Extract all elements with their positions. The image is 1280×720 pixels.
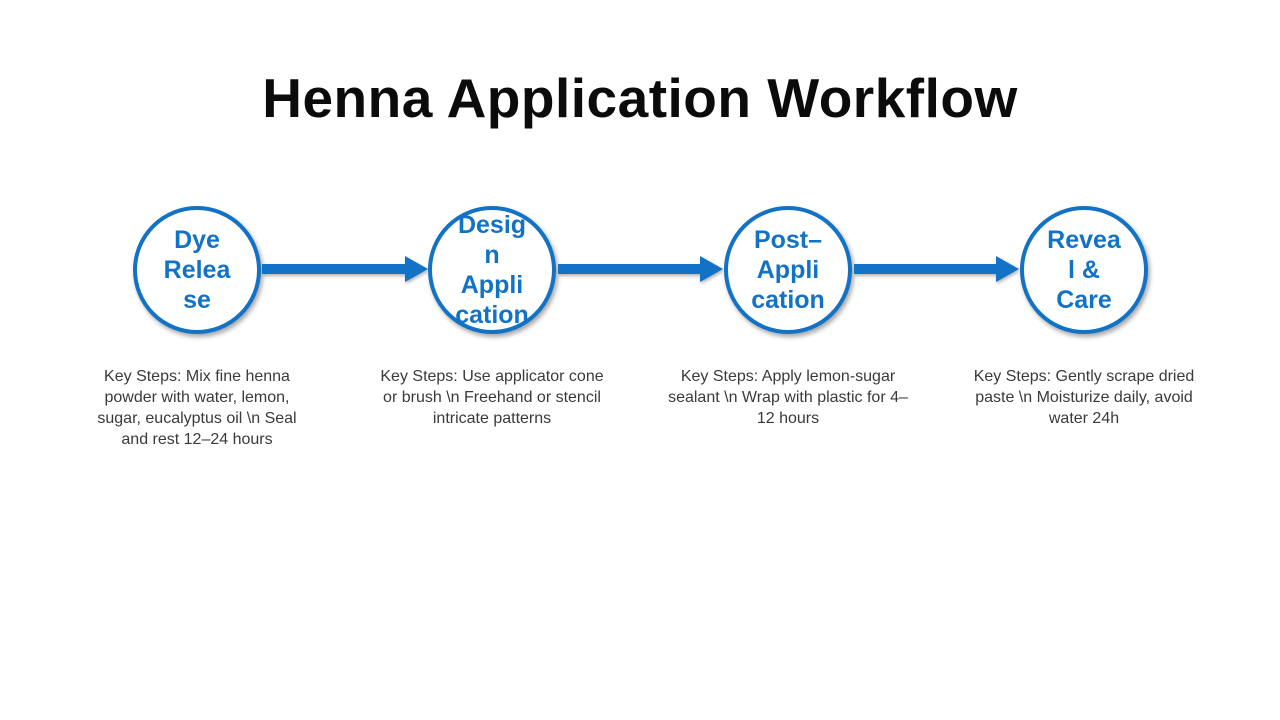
step-label: Desig n Appli cation (455, 211, 529, 329)
step-circle-design-application: Desig n Appli cation (428, 206, 556, 334)
step-description-dye-release: Key Steps: Mix fine henna powder with wa… (97, 368, 297, 448)
connector-arrow-1 (262, 256, 428, 282)
arrowhead-icon (700, 256, 723, 282)
step-description-reveal-care: Key Steps: Gently scrape dried paste \n … (973, 368, 1195, 427)
connector-arrow-2 (558, 256, 723, 282)
step-description-design-application: Key Steps: Use applicator cone or brush … (380, 368, 604, 427)
arrowhead-icon (405, 256, 428, 282)
arrow-shaft (854, 264, 998, 274)
slide-title: Henna Application Workflow (262, 67, 1018, 129)
step-label: Revea l & Care (1047, 226, 1121, 314)
step-circle-dye-release: Dye Relea se (133, 206, 261, 334)
connector-arrow-3 (854, 256, 1019, 282)
step-label: Post– Appli cation (751, 226, 825, 314)
arrow-shaft (558, 264, 702, 274)
step-circle-reveal-care: Revea l & Care (1020, 206, 1148, 334)
step-label: Dye Relea se (163, 226, 231, 314)
arrow-shaft (262, 264, 407, 274)
arrowhead-icon (996, 256, 1019, 282)
step-circle-post-application: Post– Appli cation (724, 206, 852, 334)
step-description-post-application: Key Steps: Apply lemon-sugar sealant \n … (668, 368, 908, 427)
